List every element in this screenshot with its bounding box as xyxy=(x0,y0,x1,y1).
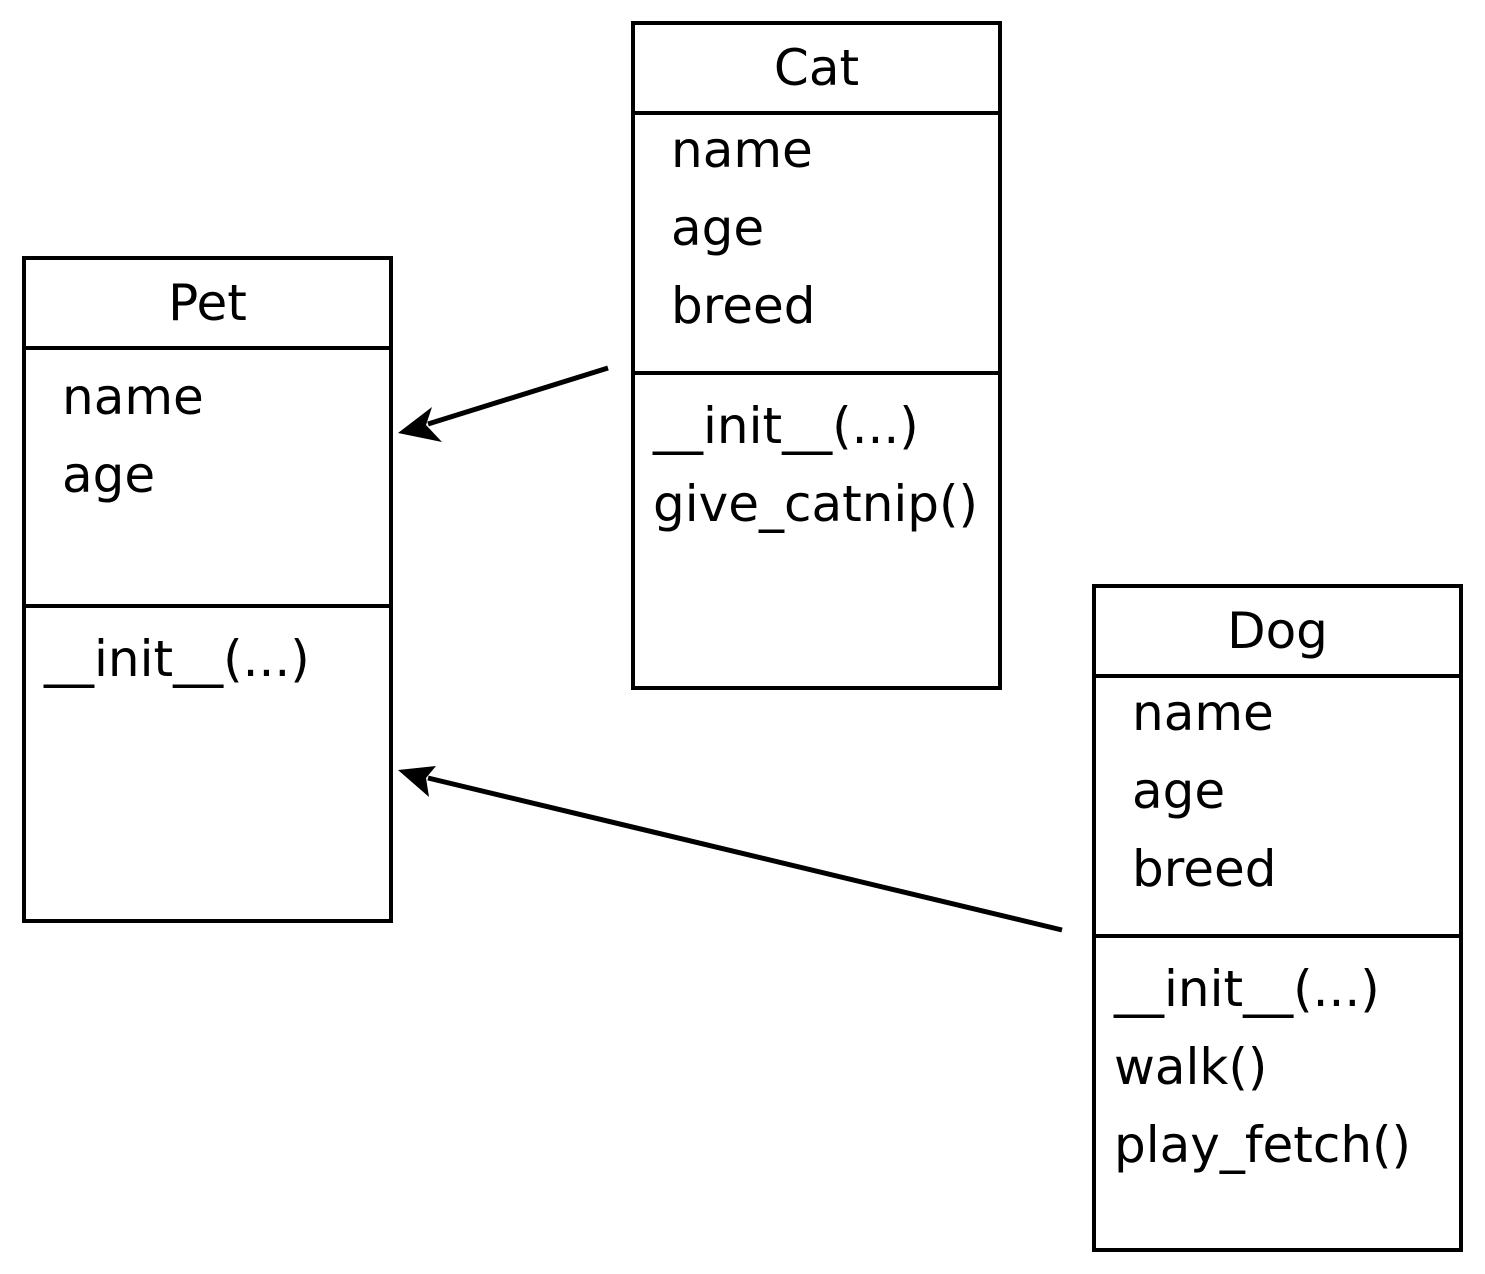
class-pet[interactable]: Pet name age __init__(...) xyxy=(22,256,393,923)
method-play-fetch: play_fetch() xyxy=(1114,1116,1412,1174)
cat-to-pet-arrow xyxy=(427,365,609,427)
attribute-age: age xyxy=(62,446,156,504)
cat-to-pet-arrowhead xyxy=(398,407,442,442)
class-dog-name: Dog xyxy=(1096,588,1459,678)
dog-to-pet-arrow xyxy=(427,775,1063,933)
class-cat[interactable]: Cat name age breed __init__(...) give_ca… xyxy=(631,21,1002,690)
attribute-name: name xyxy=(62,368,204,426)
class-cat-name: Cat xyxy=(635,25,998,115)
method-init: __init__(...) xyxy=(653,397,919,455)
method-give-catnip: give_catnip() xyxy=(653,475,979,533)
class-dog-attributes: name age breed xyxy=(1096,674,1459,938)
attribute-name: name xyxy=(671,121,813,179)
method-walk: walk() xyxy=(1114,1038,1268,1096)
attribute-age: age xyxy=(1132,762,1226,820)
dog-to-pet-arrowhead xyxy=(398,766,436,797)
class-dog[interactable]: Dog name age breed __init__(...) walk() … xyxy=(1092,584,1463,1252)
method-init: __init__(...) xyxy=(44,630,310,688)
class-pet-name: Pet xyxy=(26,260,389,350)
class-cat-attributes: name age breed xyxy=(635,111,998,375)
attribute-age: age xyxy=(671,199,765,257)
method-init: __init__(...) xyxy=(1114,960,1380,1018)
attribute-name: name xyxy=(1132,684,1274,742)
class-pet-attributes: name age xyxy=(26,346,389,608)
attribute-breed: breed xyxy=(1132,840,1277,898)
attribute-breed: breed xyxy=(671,277,816,335)
